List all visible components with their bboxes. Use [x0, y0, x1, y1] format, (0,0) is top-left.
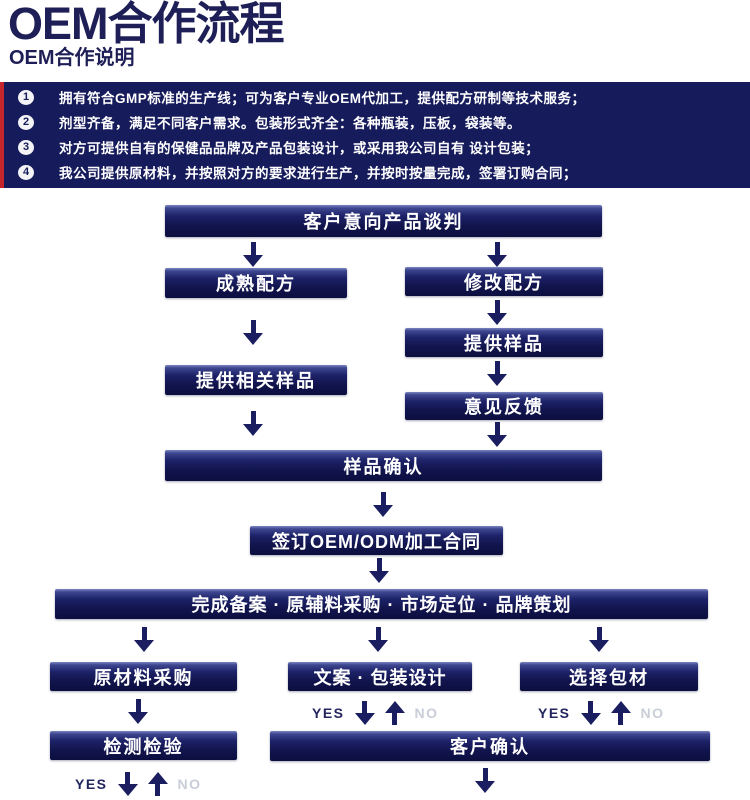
no-label: NO [640, 705, 665, 721]
flow-node-provide-samples: 提供样品 [405, 328, 603, 357]
intro-item-4: 4 我公司提供原材料，并按照对方的要求进行生产，并按时按量完成，签署订购合同； [18, 163, 577, 181]
flow-arrow-down [486, 422, 508, 447]
flow-node-sign-contract: 签订OEM/ODM加工合同 [250, 526, 503, 555]
flow-arrow-down [486, 361, 508, 386]
flow-node-negotiation: 客户意向产品谈判 [165, 205, 602, 237]
yes-arrow-down-icon [354, 701, 375, 725]
yes-arrow-down-icon [580, 701, 601, 725]
intro-item-text: 拥有符合GMP标准的生产线；可为客户专业OEM代加工，提供配方研制等技术服务； [59, 91, 586, 106]
flow-node-inspection: 检测检验 [50, 731, 237, 760]
no-label: NO [414, 705, 439, 721]
intro-item-1: 1 拥有符合GMP标准的生产线；可为客户专业OEM代加工，提供配方研制等技术服务… [18, 88, 586, 106]
intro-band: 1 拥有符合GMP标准的生产线；可为客户专业OEM代加工，提供配方研制等技术服务… [0, 82, 750, 188]
flow-node-feedback: 意见反馈 [405, 392, 603, 420]
flow-node-mature-formula: 成熟配方 [165, 268, 347, 298]
flow-node-sample-confirm: 样品确认 [165, 450, 602, 481]
no-arrow-up-icon [610, 701, 631, 725]
flow-arrow-down [127, 699, 149, 724]
number-badge: 2 [18, 114, 34, 130]
intro-item-text: 我公司提供原材料，并按照对方的要求进行生产，并按时按量完成，签署订购合同； [59, 166, 577, 181]
yes-arrow-down-icon [117, 772, 138, 796]
no-arrow-up-icon [147, 772, 168, 796]
flow-arrow-down [588, 627, 610, 652]
flow-arrow-down [367, 627, 389, 652]
flow-arrow-down [486, 300, 508, 325]
intro-item-text: 剂型齐备，满足不同客户需求。包装形式齐全：各种瓶装，压板，袋装等。 [59, 116, 521, 131]
flow-node-filing: 完成备案 · 原辅料采购 · 市场定位 · 品牌策划 [55, 589, 708, 619]
no-label: NO [177, 776, 202, 792]
flow-arrow-down [372, 492, 394, 517]
intro-item-text: 对方可提供自有的保健品品牌及产品包装设计，或采用我公司自有 设计包装； [59, 141, 540, 156]
flow-arrow-down [242, 411, 264, 436]
flow-arrow-down [242, 242, 264, 267]
yesno-row-select-packaging: YES NO [538, 698, 665, 728]
flow-node-provide-related-samples: 提供相关样品 [165, 365, 347, 395]
number-badge: 3 [18, 139, 34, 155]
flow-node-select-packaging: 选择包材 [520, 662, 698, 691]
no-arrow-up-icon [384, 701, 405, 725]
flow-node-copy-packaging: 文案 · 包装设计 [288, 662, 472, 691]
intro-item-3: 3 对方可提供自有的保健品品牌及产品包装设计，或采用我公司自有 设计包装； [18, 138, 539, 156]
flow-arrow-down [474, 768, 496, 793]
flow-arrow-down [242, 320, 264, 345]
yes-label: YES [538, 705, 571, 721]
flow-arrow-down [486, 242, 508, 267]
number-badge: 4 [18, 164, 34, 180]
yesno-row-copy-packaging: YES NO [312, 698, 439, 728]
flow-arrow-down [368, 558, 390, 583]
flow-node-modify-formula: 修改配方 [405, 267, 603, 296]
flow-node-customer-confirm: 客户确认 [270, 731, 710, 761]
flow-arrow-down [133, 627, 155, 652]
yes-label: YES [312, 705, 345, 721]
page-subtitle: OEM合作说明 [9, 47, 135, 69]
number-badge: 1 [18, 89, 34, 105]
yesno-row-inspection: YES NO [75, 769, 202, 799]
red-accent-bar [0, 82, 4, 188]
flow-node-raw-material: 原材料采购 [50, 662, 237, 691]
yes-label: YES [75, 776, 108, 792]
intro-item-2: 2 剂型齐备，满足不同客户需求。包装形式齐全：各种瓶装，压板，袋装等。 [18, 113, 521, 131]
page-title: OEM合作流程 [8, 0, 285, 49]
